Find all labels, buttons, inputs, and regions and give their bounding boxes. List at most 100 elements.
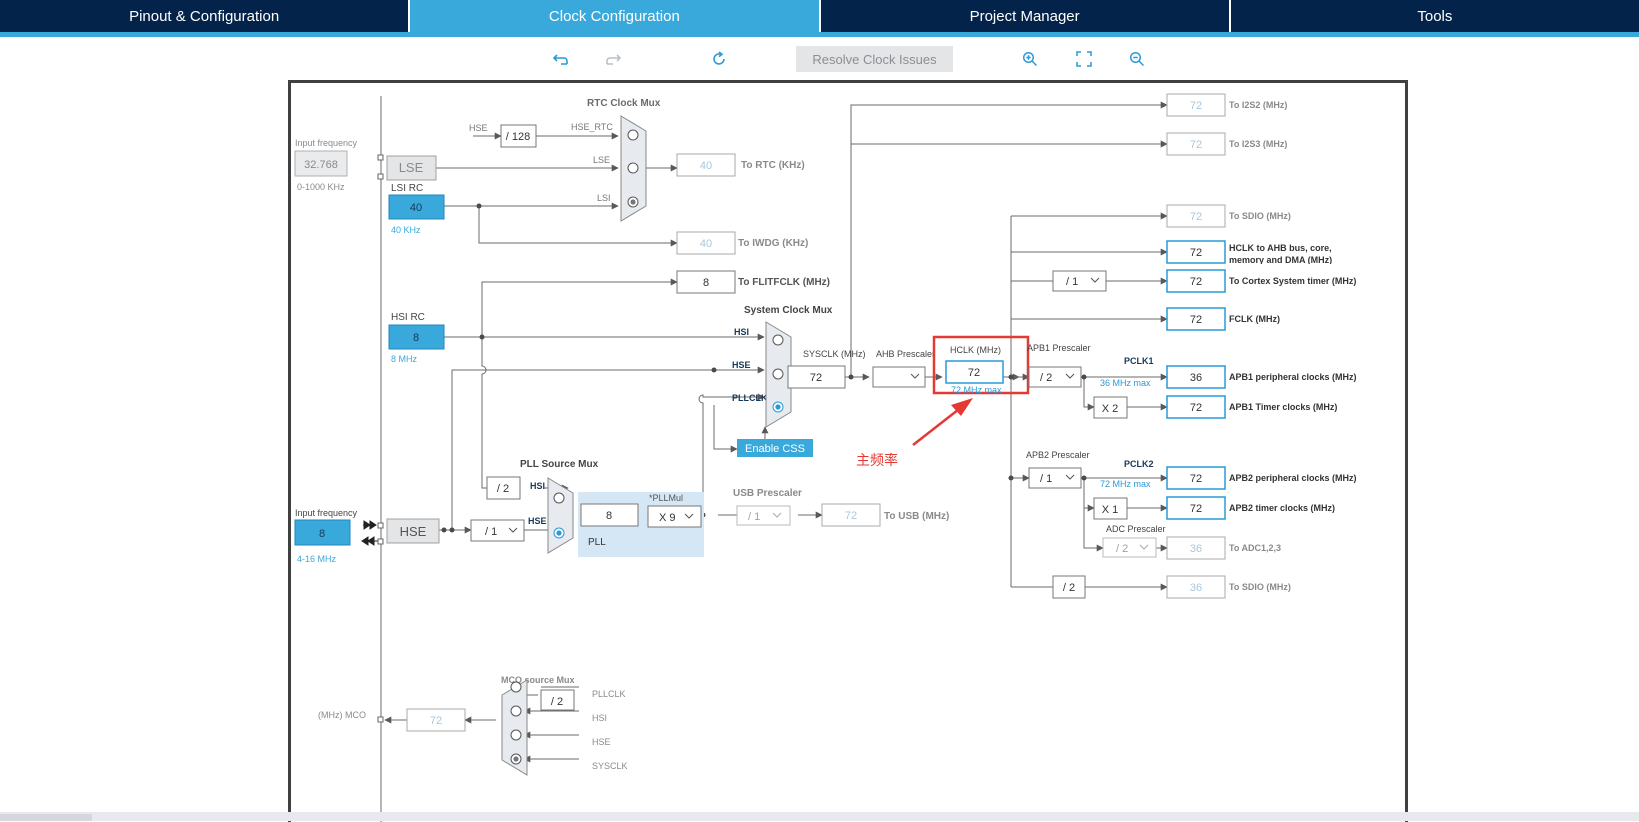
zoom-in-icon[interactable] — [1017, 46, 1043, 72]
hclk-input[interactable] — [945, 360, 1004, 384]
adc-prescaler-select[interactable] — [1102, 537, 1157, 558]
apb1-timer-output-box — [1166, 395, 1226, 419]
pll-mul-select[interactable] — [647, 505, 702, 528]
main-tabs: Pinout & Configuration Clock Configurati… — [0, 0, 1639, 32]
rtc-mux-title: RTC Clock Mux — [587, 98, 661, 109]
pll-source-option-hsi[interactable] — [553, 492, 565, 504]
apb2-timer-output-label: APB2 timer clocks (MHz) — [1229, 503, 1335, 513]
mco-output-label: (MHz) MCO — [318, 710, 366, 720]
chevron-down-icon — [684, 513, 694, 519]
hclk-max-label: 72 MHz max — [951, 385, 1002, 395]
pll-source-selected-dot — [556, 530, 562, 536]
tab-clock-configuration[interactable]: Clock Configuration — [410, 0, 821, 32]
ahb-prescaler-select[interactable] — [872, 366, 926, 388]
junction-dots — [441, 203, 1087, 533]
lsi-title: LSI RC — [391, 183, 423, 194]
ahb-bus-output-box — [1166, 240, 1226, 264]
zoom-out-icon[interactable] — [1124, 46, 1150, 72]
enable-css-button[interactable] — [737, 439, 813, 457]
usb-prescaler-value: / 1 — [748, 511, 760, 523]
apb2-timer-multiplier-value: X 1 — [1102, 504, 1119, 516]
sdio2-output-box — [1166, 575, 1226, 599]
mco-option-pllclk[interactable] — [510, 681, 522, 693]
annotation-arrow — [912, 405, 964, 446]
mco-hsi-label: HSI — [592, 713, 607, 723]
tab-tools[interactable]: Tools — [1417, 7, 1453, 25]
lse-block[interactable] — [386, 155, 437, 181]
apb2-peripheral-output-value: 72 — [1190, 473, 1202, 485]
hse-input-field[interactable] — [294, 519, 351, 546]
apb2-prescaler-select[interactable] — [1028, 467, 1082, 489]
mco-option-hse[interactable] — [510, 729, 522, 741]
flitf-output-box — [676, 270, 736, 294]
ahb-bus-output-label-1: HCLK to AHB bus, core, — [1229, 243, 1332, 253]
lse-input-field[interactable] — [294, 150, 348, 177]
chevron-down-icon — [1065, 373, 1075, 379]
sysclk-box — [787, 365, 846, 389]
pll-input-box — [580, 503, 639, 527]
horizontal-scrollbar[interactable] — [0, 812, 1639, 821]
redo-icon[interactable] — [600, 46, 626, 72]
apb1-prescaler-select[interactable] — [1028, 366, 1082, 388]
lsi-block[interactable] — [388, 194, 445, 220]
sysmux-option-hsi[interactable] — [772, 334, 784, 346]
apb1-timer-multiplier-box — [1093, 396, 1128, 419]
apb1-timer-output-value: 72 — [1190, 402, 1202, 414]
hse-block[interactable] — [386, 518, 440, 544]
pll-hse-divider-value: / 1 — [485, 526, 497, 538]
apb2-max-label: 72 MHz max — [1100, 479, 1151, 489]
fclk-output-box — [1166, 307, 1226, 331]
ahb-bus-output-value: 72 — [1190, 247, 1202, 259]
apb2-timer-multiplier-box — [1093, 497, 1128, 520]
hse-input-frequency-label: Input frequency — [295, 508, 358, 518]
refresh-icon[interactable] — [706, 46, 732, 72]
lse-input-frequency-label: Input frequency — [295, 138, 358, 148]
apb1-timer-output-label: APB1 Timer clocks (MHz) — [1229, 402, 1337, 412]
pll-source-hsi-label: HSI — [530, 481, 545, 491]
rtc-output-label: To RTC (KHz) — [741, 160, 805, 171]
apb1-peripheral-output-label: APB1 peripheral clocks (MHz) — [1229, 372, 1357, 382]
mco-option-hsi[interactable] — [510, 705, 522, 717]
lsi-value: 40 — [410, 202, 422, 214]
rtc-mux-option-lse[interactable] — [627, 162, 639, 174]
hclk-label: HCLK (MHz) — [950, 345, 1001, 355]
apb2-timer-output-value: 72 — [1190, 503, 1202, 515]
hsi-block[interactable] — [388, 324, 445, 350]
i2s3-output-value: 72 — [1190, 139, 1202, 151]
rtc-lsi-label: LSI — [597, 193, 611, 203]
fclk-output-value: 72 — [1190, 314, 1202, 326]
tab-underline — [0, 32, 1639, 37]
pll-hse-divider-select[interactable] — [470, 519, 525, 542]
i2s2-output-label: To I2S2 (MHz) — [1229, 100, 1287, 110]
hsi-title: HSI RC — [391, 312, 425, 323]
undo-icon[interactable] — [548, 46, 574, 72]
mco-hse-label: HSE — [592, 737, 611, 747]
sysmux-option-hse[interactable] — [772, 368, 784, 380]
tab-project-manager[interactable]: Project Manager — [821, 0, 1231, 32]
flitf-output-label: To FLITFCLK (MHz) — [738, 277, 830, 288]
adc-output-label: To ADC1,2,3 — [1229, 543, 1281, 553]
pll-source-mux-title: PLL Source Mux — [520, 459, 599, 470]
hclk-value: 72 — [968, 367, 980, 379]
rtc-div128-box[interactable] — [500, 124, 537, 148]
usb-prescaler-select[interactable] — [736, 505, 791, 526]
cortex-timer-divider-select[interactable] — [1052, 270, 1107, 292]
pclk1-label: PCLK1 — [1124, 356, 1154, 366]
enable-css-label: Enable CSS — [745, 443, 805, 455]
hse-pin-bottom — [377, 538, 384, 545]
apb1-peripheral-output-box — [1166, 365, 1226, 389]
tab-pinout-configuration[interactable]: Pinout & Configuration — [0, 0, 411, 32]
pll-mul-value: X 9 — [659, 512, 676, 524]
hse-block-label: HSE — [400, 524, 427, 539]
scrollbar-thumb[interactable] — [0, 814, 92, 821]
mco-div-value: / 2 — [551, 696, 563, 708]
sysmux-pllclk-label: PLLCLK — [732, 393, 768, 403]
mco-mux-title: MCO source Mux — [501, 675, 575, 685]
usb-output-box — [821, 503, 881, 527]
resolve-clock-issues-button[interactable]: Resolve Clock Issues — [796, 46, 953, 72]
sdio1-output-box — [1166, 204, 1226, 228]
clock-tree-canvas: Input frequency 32.768 0-1000 KHz LSE LS… — [288, 80, 1408, 822]
rtc-mux-option-hse[interactable] — [627, 129, 639, 141]
system-clock-mux-title: System Clock Mux — [744, 305, 833, 316]
fit-screen-icon[interactable] — [1071, 46, 1097, 72]
